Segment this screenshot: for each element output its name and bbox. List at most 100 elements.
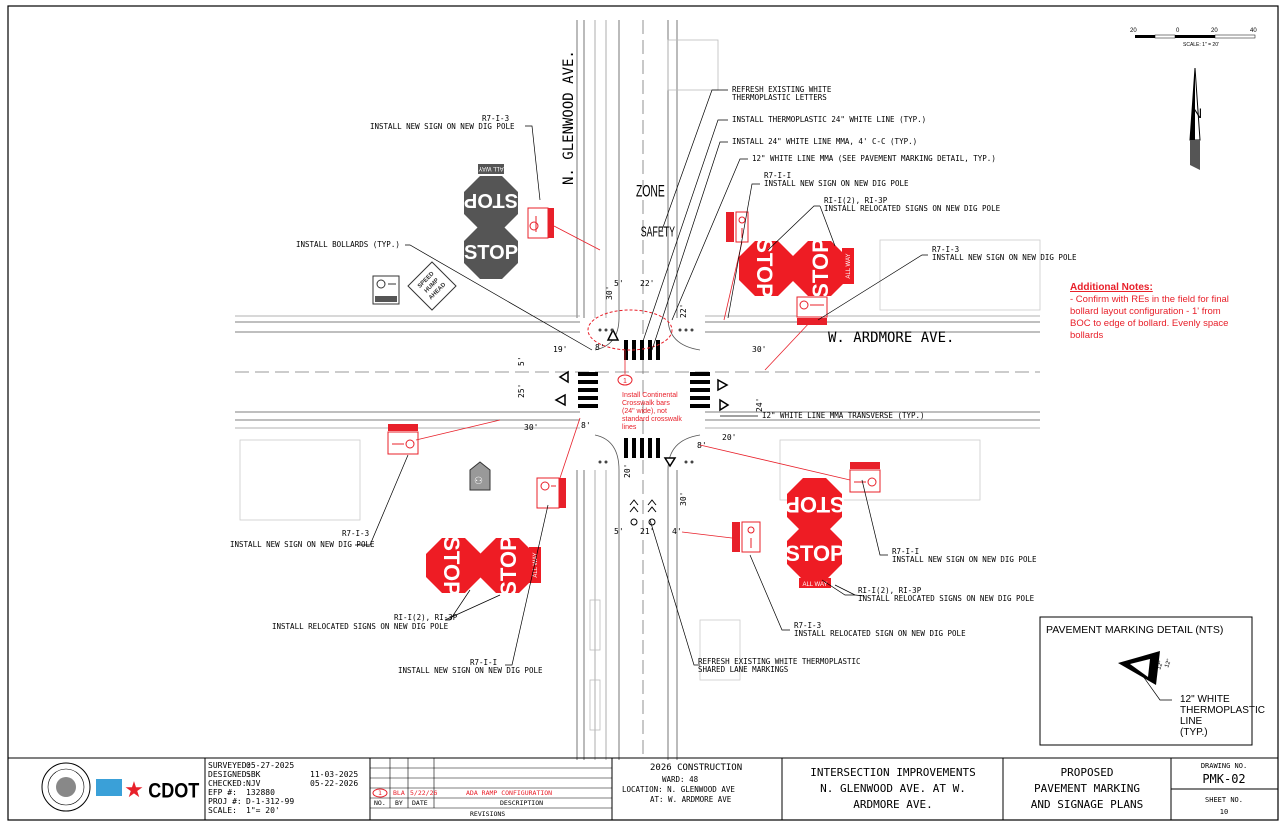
dim-25: 25' [517,384,526,398]
svg-text:STOP: STOP [464,189,518,211]
svg-text:Install Continental: Install Continental [622,392,678,399]
new-tow-zone-sign-e [796,296,828,325]
new-stop-sign-ne-mirrored: STOP [739,238,794,298]
svg-text:STOP: STOP [752,238,777,298]
pavement-marking-detail: PAVEMENT MARKING DETAIL (NTS) 12" 12" 12… [1039,616,1265,746]
callout-r7-1-3-nw: R7-I-3 [482,114,509,123]
new-tow-zone-sign-sw [536,477,566,509]
svg-text:20: 20 [1130,28,1137,34]
dim-20b: 20' [623,464,632,478]
callout-r1-sw-2: INSTALL RELOCATED SIGNS ON NEW DIG POLE [272,622,449,631]
crosswalk-south [624,438,660,458]
pedestrian-crossing-sign: ⚇ [469,461,491,491]
svg-text:12": 12" [1164,658,1173,668]
svg-text:LOCATION: N. GLENWOOD AVE: LOCATION: N. GLENWOOD AVE [622,785,735,794]
callout-r1-se-2: INSTALL RELOCATED SIGNS ON NEW DIG POLE [858,594,1035,603]
dim-30d: 30' [679,492,688,506]
svg-text:STOP: STOP [439,536,464,596]
rev-description: ADA RAMP CONFIGURATION [466,789,552,797]
revision-tag-number: 1 [623,378,627,385]
callout-r1-sw: RI-I(2), RI-3P [394,613,458,622]
svg-text:2026 CONSTRUCTION: 2026 CONSTRUCTION [650,763,742,773]
title-block: ★ CDOT SURVEYED: DESIGNED: CHECKED: EFP … [8,757,1278,820]
dim-5c: 5' [614,527,624,536]
dim-8b: 8' [581,421,591,430]
street-label-ns: N. GLENWOOD AVE. [561,50,577,185]
new-tow-zone-sign-nw [527,207,554,239]
svg-text:05-27-2025: 05-27-2025 [246,761,294,770]
dim-24: 24' [755,398,764,412]
dim-20a: 20' [722,433,736,442]
svg-text:DESIGNED:: DESIGNED: [208,770,251,779]
project-title-2: N. GLENWOOD AVE. AT W. [820,782,966,795]
svg-text:LINE: LINE [1180,716,1203,727]
svg-text:lines: lines [622,424,637,431]
callout-r7-1-1-sw-2: INSTALL NEW SIGN ON NEW DIG POLE [398,666,543,675]
new-stop-sign-sw: STOP ALL WAY [480,536,541,596]
revision-cloud [587,309,673,351]
sharrow-markings [629,499,657,526]
dim-30a: 30' [605,286,614,300]
plan-title-3: AND SIGNAGE PLANS [1031,798,1144,811]
callout-r7-1-3-w: R7-I-3 [342,529,369,538]
callout-sharrows-2: SHARED LANE MARKINGS [698,665,789,674]
callout-refresh-letters: REFRESH EXISTING WHITE [732,85,832,94]
callout-r7-1-3-s: R7-I-3 [794,621,821,630]
road-linework [235,20,1041,760]
callout-r7-1-1-n-2: INSTALL NEW SIGN ON NEW DIG POLE [764,179,909,188]
revisions-label: REVISIONS [470,810,505,818]
new-tow-zone-sign-se [849,462,881,493]
crosswalk-west [578,372,598,408]
svg-text:bollards: bollards [1070,330,1104,341]
new-stop-sign-sw-mirrored: STOP [426,536,481,596]
existing-stop-sign: STOP [464,225,518,279]
svg-text:bollard layout configuration -: bollard layout configuration - 1' from [1070,306,1221,317]
cdot-logo-text: CDOT [148,779,199,803]
scale-bar: 20 0 20 40 SCALE: 1" = 20' [1130,28,1257,48]
svg-text:⚇: ⚇ [474,476,483,487]
svg-text:(TYP.): (TYP.) [1180,727,1208,738]
callout-r7-1-1-n: R7-I-I [764,171,791,180]
svg-text:ALL WAY: ALL WAY [846,253,852,278]
svg-text:ALL WAY: ALL WAY [478,165,503,171]
svg-text:DESCRIPTION: DESCRIPTION [500,799,543,807]
callout-r7-1-3-e: R7-I-3 [932,245,959,254]
svg-text:D-1-312-99: D-1-312-99 [246,797,294,806]
dim-30b: 30' [752,345,766,354]
svg-text:DRAWING NO.: DRAWING NO. [1201,762,1247,770]
svg-text:ALL WAY: ALL WAY [802,582,827,588]
detail-title: PAVEMENT MARKING DETAIL (NTS) [1046,624,1223,636]
dim-19: 19' [553,345,567,354]
revision-cloud-note: Install Continental Crosswalk bars (24" … [622,392,682,431]
svg-text:STOP: STOP [785,492,845,517]
svg-text:SURVEYED:: SURVEYED: [208,761,251,770]
svg-text:DATE: DATE [412,799,428,807]
pavement-word-zone: ZONE [636,181,665,200]
callout-r1-ne-2: INSTALL RELOCATED SIGNS ON NEW DIG POLE [824,204,1001,213]
speed-hump-sign: SPEED HUMP AHEAD [407,261,457,311]
svg-text:- Confirm with REs in the fiel: - Confirm with REs in the field for fina… [1070,294,1229,305]
svg-text:CHECKED:: CHECKED: [208,779,247,788]
rev-date: 5/22/26 [410,789,437,797]
svg-text:12" WHITE: 12" WHITE [1180,694,1230,705]
svg-text:BOC to edge of bollard. Evenly: BOC to edge of bollard. Evenly space [1070,318,1228,329]
callout-bollards: INSTALL BOLLARDS (TYP.) [296,240,400,249]
rev-no: 1 [378,789,382,797]
dim-5b: 5' [517,356,526,366]
callout-r1-ne: RI-I(2), RI-3P [824,196,888,205]
dim-4: 4' [672,527,682,536]
project-title-1: INTERSECTION IMPROVEMENTS [810,766,976,779]
svg-text:ALL WAY: ALL WAY [533,552,539,577]
callout-24-mma: INSTALL 24" WHITE LINE MMA, 4' C-C (TYP.… [732,137,917,146]
rev-by: BLA [393,789,405,797]
svg-text:AT: W. ARDMORE AVE: AT: W. ARDMORE AVE [650,795,732,804]
callout-r7-1-1-se-2: INSTALL NEW SIGN ON NEW DIG POLE [892,555,1037,564]
svg-text:STOP: STOP [496,536,521,596]
svg-text:05-22-2026: 05-22-2026 [310,779,358,788]
svg-text:SBK: SBK [246,770,261,779]
existing-stop-sign-mirrored: STOP ALL WAY [464,164,518,230]
callout-r1-se: RI-I(2), RI-3P [858,586,922,595]
callout-12-transverse: I2" WHITE LINE MMA TRANSVERSE (TYP.) [762,411,925,420]
svg-text:SCALE:: SCALE: [208,806,237,815]
svg-text:Crosswalk bars: Crosswalk bars [622,400,670,407]
